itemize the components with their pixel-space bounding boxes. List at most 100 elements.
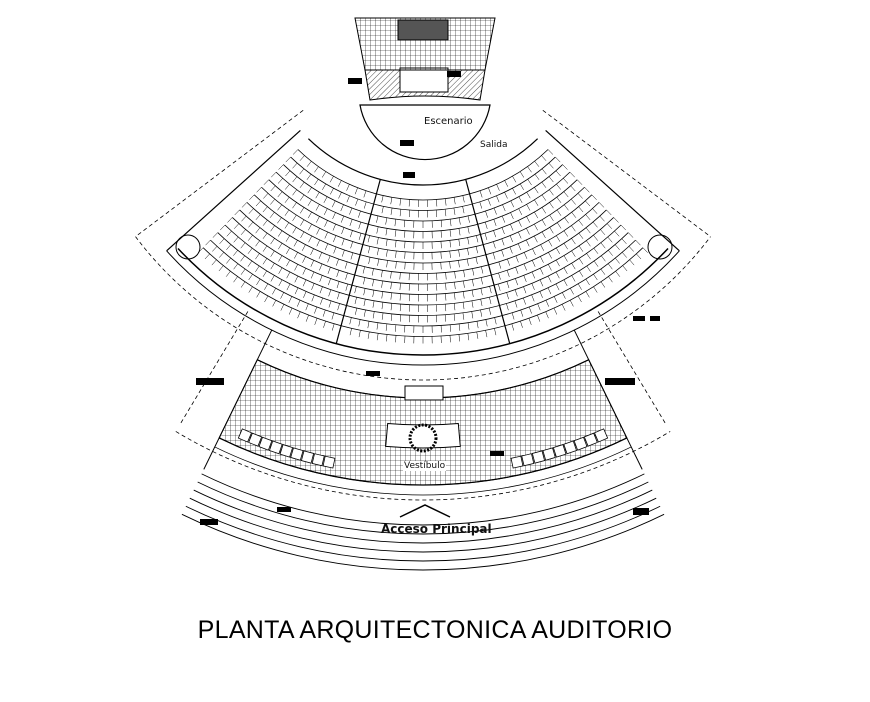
seat [534,161,540,167]
seat [277,217,282,224]
seat [629,259,635,266]
seat [549,189,554,196]
bench [322,455,336,469]
seat [358,330,361,338]
seat [476,235,479,243]
seat [621,238,627,244]
seat [531,294,535,302]
seat [453,303,456,311]
seat [534,211,539,219]
seat [454,282,456,290]
seat [408,199,410,207]
seat [458,260,460,268]
seat [286,247,290,255]
perimeter-dashed [175,431,671,501]
seat [331,323,335,331]
seat [592,208,598,214]
seating-row [232,217,614,295]
seat [510,224,514,231]
seat [462,206,465,214]
seat [636,253,642,260]
seat [600,242,606,249]
seat [278,164,284,170]
seat [467,322,470,330]
bench [583,432,598,447]
seat [571,238,576,245]
seating-row [283,164,563,222]
seat [377,258,380,266]
corridor-wall [166,250,680,366]
seat [272,288,276,295]
seat [390,313,393,321]
seat [586,265,591,272]
seat [458,323,461,331]
seat [358,233,362,240]
seat [585,227,591,234]
seat [322,183,327,191]
seat [539,268,544,275]
seat [548,176,554,183]
seating-row [246,202,600,274]
seat [256,187,262,193]
annotation-tag [400,140,414,146]
seat [363,299,366,307]
seat [390,197,393,205]
seat [305,315,309,322]
seat [395,261,397,269]
seat [319,275,323,282]
seat [527,166,532,173]
seat [462,195,465,203]
seat [571,198,576,205]
seat [314,166,319,173]
seat [323,208,328,215]
seat [346,184,350,191]
control-booth [404,385,444,401]
seat [593,248,599,254]
seat [270,250,275,257]
seating-row [275,171,571,232]
seat [381,280,383,288]
seat [331,312,335,320]
seat [454,271,456,279]
seat [556,209,562,216]
seat [493,241,496,249]
seat [262,232,268,239]
seat [600,281,606,288]
seat [288,308,293,315]
seat [292,227,297,234]
seat [534,187,539,194]
seat [247,260,253,267]
seat [310,248,314,256]
seat [549,227,554,234]
seat [300,207,305,214]
seat [449,335,451,343]
seat [316,228,320,235]
seat [563,255,568,262]
seat [607,236,613,243]
seat [399,304,401,312]
seat [330,188,334,195]
seat [449,324,451,332]
seat [278,279,283,287]
seat [234,209,240,216]
seat [311,294,315,302]
seat [381,302,384,310]
seat [323,196,328,203]
seat [286,271,291,279]
seat [480,299,483,307]
seat [292,176,298,183]
seat [329,176,334,183]
seat [445,304,447,312]
seat [518,196,523,203]
seat [219,238,225,244]
bench [593,428,609,443]
seat [523,286,527,294]
seat [341,249,345,257]
seat [297,311,301,319]
fan-side-wall [166,129,301,252]
seat [390,292,392,300]
seat [537,303,541,311]
seat [300,231,305,239]
seat [488,187,492,195]
seat [563,267,568,274]
